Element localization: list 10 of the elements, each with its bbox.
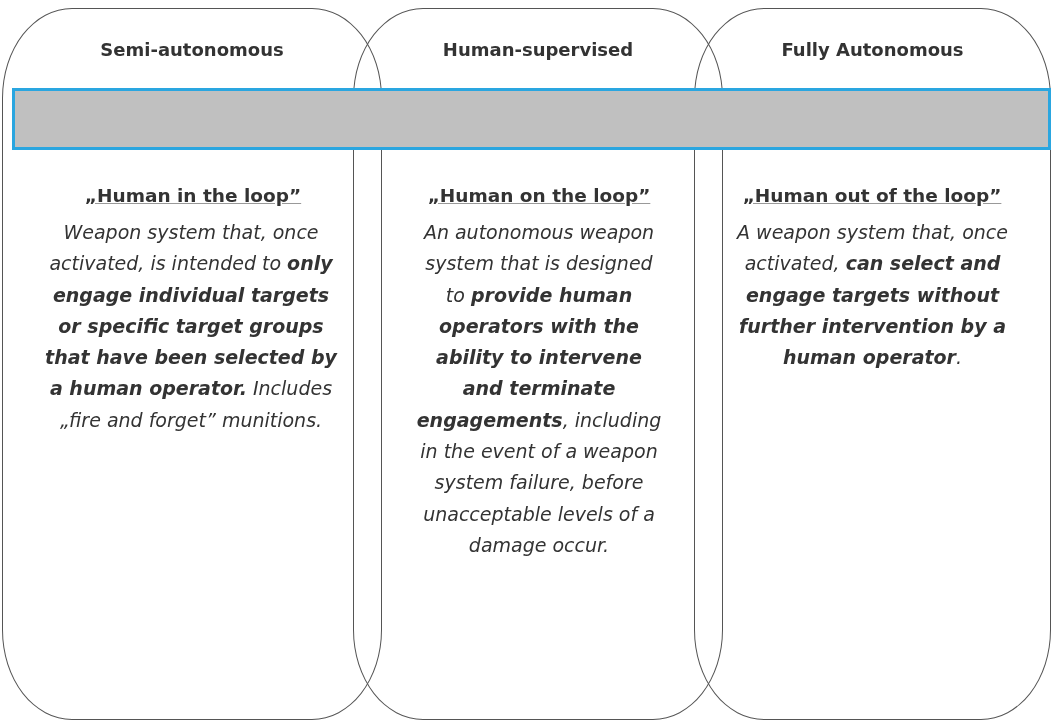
column-heading: Fully Autonomous	[780, 39, 965, 60]
column-subtitle: „Human in the loop”	[83, 185, 303, 206]
description-text: An autonomous weapon system that is designed to provide human operators with the ability to intervene and terminate engagements, including in the event of a weapon system failure, before unacceptable levels of a damage occur.	[415, 220, 663, 558]
column-subtitle: „Human out of the loop”	[741, 185, 1003, 206]
description-text: Weapon system that, once activated, is intended to only engage individual targets or specific target groups that have been selected by a human operator. Includes „fire and forget” munitions.	[44, 220, 339, 433]
column-heading: Semi-autonomous	[99, 39, 285, 60]
description-text: A weapon system that, once activated, can select and engage targets without further intervention by a human operator.	[735, 220, 1009, 371]
header-band	[12, 88, 1051, 150]
column-subtitle: „Human on the loop”	[426, 185, 652, 206]
column-heading: Human-supervised	[441, 39, 635, 60]
